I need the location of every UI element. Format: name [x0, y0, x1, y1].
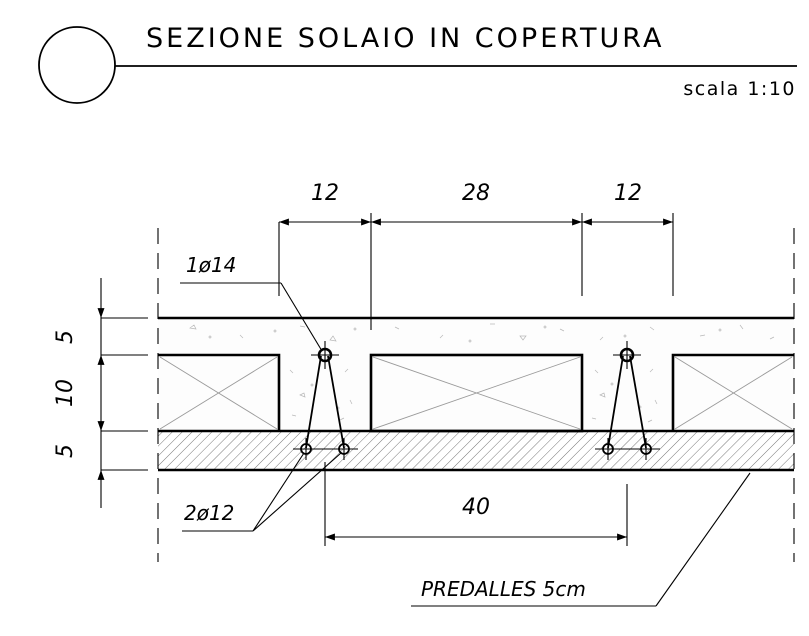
label-predalles: PREDALLES 5cm: [421, 577, 586, 601]
hollow-block-right: [671, 353, 794, 431]
leader-bottom-rebar: 2ø12: [182, 452, 342, 532]
hollow-block-right-cross: [674, 356, 793, 430]
stirrup-left: [305, 355, 345, 449]
leader-top-rebar: 1ø14: [180, 253, 323, 352]
rebar-left-rib: [293, 341, 358, 460]
rebar-right-rib: [595, 341, 660, 460]
hollow-block-center-cross: [372, 356, 581, 430]
bottom-dimension: 40: [324, 462, 628, 546]
title-circle-symbol: [38, 26, 116, 104]
scale-label: scala 1:10: [683, 78, 796, 100]
label-bottom-rebar: 2ø12: [184, 501, 234, 525]
hollow-block-center: [369, 353, 584, 433]
dim-vertical-10: 10: [53, 379, 78, 407]
leader-predalles: PREDALLES 5cm: [411, 472, 751, 607]
dim-vertical-5-top: 5: [53, 330, 78, 344]
label-top-rebar: 1ø14: [186, 253, 236, 277]
hollow-blocks: [158, 353, 794, 433]
dim-bottom-40: 40: [462, 495, 490, 520]
concrete-speckle: [189, 323, 775, 423]
hollow-block-left-cross: [159, 356, 278, 430]
dim-top-12-left: 12: [311, 181, 339, 206]
concrete-section: [158, 318, 794, 431]
top-dimension-chain: 12 28 12: [278, 181, 674, 330]
vertical-dimension-chain: 5 10 5: [53, 278, 148, 508]
drawing-title: SEZIONE SOLAIO IN COPERTURA: [146, 23, 664, 54]
dim-top-28: 28: [462, 181, 490, 206]
stirrup-right: [607, 355, 647, 449]
dim-vertical-5-bottom: 5: [53, 444, 78, 458]
hollow-block-left: [158, 353, 281, 431]
predalles-hatched-band: [158, 431, 794, 470]
dim-top-12-right: 12: [614, 181, 642, 206]
